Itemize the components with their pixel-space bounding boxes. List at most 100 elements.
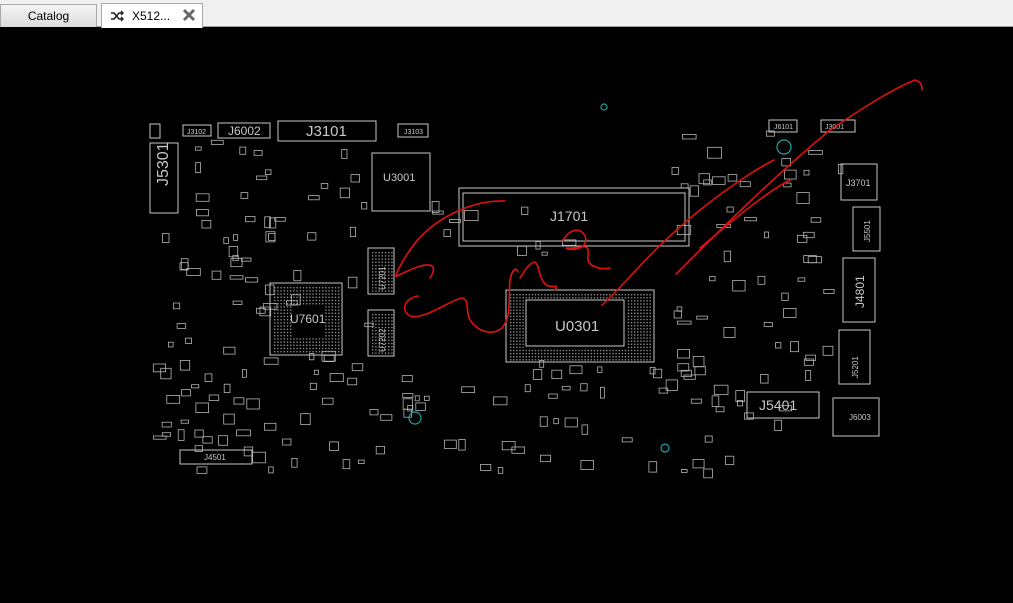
small-part — [313, 369, 319, 375]
close-icon[interactable] — [182, 8, 196, 22]
bga-pad — [519, 334, 521, 336]
bga-pad — [634, 343, 636, 345]
small-part — [153, 435, 167, 440]
small-part — [449, 219, 461, 223]
bga-pad — [277, 296, 279, 298]
bga-pad — [519, 312, 521, 314]
small-part — [681, 468, 688, 473]
small-part — [653, 368, 663, 379]
bga-pad — [293, 338, 295, 340]
bga-pad — [637, 331, 639, 333]
bga-pad — [525, 297, 527, 299]
bga-pad — [522, 331, 524, 333]
bga-pad — [334, 306, 337, 308]
bga-pad — [280, 341, 282, 343]
bga-pad — [338, 309, 340, 311]
bga-pad — [375, 339, 377, 341]
bga-pad — [637, 334, 639, 336]
small-part — [246, 398, 260, 410]
bga-pad — [640, 334, 642, 336]
bga-pad — [649, 334, 651, 336]
bga-pad — [637, 312, 639, 314]
small-part — [540, 454, 552, 463]
bga-pad — [286, 306, 289, 308]
bga-pad — [596, 294, 599, 296]
bga-pad — [391, 346, 393, 348]
bga-pad — [391, 323, 393, 325]
bga-pad — [516, 309, 518, 311]
bga-pad — [547, 356, 549, 358]
bga-pad — [556, 356, 558, 358]
bga-pad — [630, 359, 633, 361]
bga-pad — [290, 351, 292, 353]
bga-pad — [315, 351, 317, 353]
bga-pad — [334, 338, 337, 340]
label-j5501: J5501 — [863, 220, 872, 242]
bga-pad — [519, 315, 521, 318]
bga-pad — [309, 293, 311, 295]
bga-pad — [599, 349, 602, 352]
bga-pad — [634, 300, 636, 302]
small-part — [195, 193, 210, 202]
board-view-canvas[interactable]: J5301 J3102 J6002 J3101 J3103 U3001 J170… — [0, 28, 1013, 598]
small-part — [263, 357, 279, 365]
small-part — [180, 419, 190, 424]
small-part — [553, 418, 559, 425]
bga-pad — [621, 356, 623, 358]
bga-pad — [372, 326, 374, 329]
bga-pad — [612, 349, 614, 352]
bga-pad — [309, 347, 311, 350]
small-part — [463, 210, 479, 222]
small-part — [665, 379, 678, 391]
bga-pad — [572, 349, 574, 352]
bga-pad — [516, 334, 518, 336]
label-j5201: J5201 — [851, 356, 860, 378]
bga-pad — [384, 333, 387, 335]
small-part — [461, 386, 476, 393]
bga-pad — [621, 294, 623, 296]
small-part — [195, 402, 209, 414]
bga-pad — [331, 322, 333, 324]
bga-pad — [516, 356, 518, 358]
bga-pad — [372, 274, 374, 276]
bga-pad — [637, 337, 639, 339]
bga-pad — [519, 297, 521, 299]
bga-pad — [286, 331, 289, 334]
bga-pad — [296, 344, 298, 346]
bga-pad — [581, 359, 583, 361]
bga-pad — [615, 297, 617, 299]
bga-pad — [634, 306, 636, 308]
bga-pad — [516, 303, 518, 305]
small-part — [236, 429, 251, 437]
bga-pad — [381, 280, 383, 283]
bga-pad — [391, 336, 393, 338]
small-part — [805, 354, 816, 361]
small-part — [191, 384, 200, 389]
small-part — [179, 262, 189, 271]
bga-pad — [510, 303, 512, 305]
pcb-board-drawing[interactable]: J5301 J3102 J6002 J3101 J3103 U3001 J170… — [0, 28, 1013, 598]
bga-pad — [331, 312, 333, 314]
bga-pad — [331, 347, 333, 350]
bga-pad — [334, 293, 337, 295]
bga-pad — [286, 315, 289, 318]
bga-pad — [290, 306, 292, 308]
bga-pad — [283, 319, 285, 321]
tab-board-file[interactable]: X512... — [101, 3, 203, 28]
tab-catalog[interactable]: Catalog — [0, 4, 97, 27]
bga-pad — [646, 349, 648, 352]
small-part — [726, 206, 734, 213]
bga-pad — [388, 268, 390, 270]
small-part — [401, 375, 413, 383]
small-part — [161, 421, 172, 428]
silkscreen-outlines — [149, 119, 881, 465]
small-part — [268, 232, 276, 241]
bga-pad — [277, 331, 279, 334]
bga-pad — [510, 349, 512, 352]
bga-pad — [280, 331, 282, 334]
bga-pad — [372, 339, 374, 341]
bga-pad — [572, 356, 574, 358]
bga-pad — [590, 349, 592, 352]
bga-pad — [280, 322, 282, 324]
small-part — [180, 258, 189, 270]
